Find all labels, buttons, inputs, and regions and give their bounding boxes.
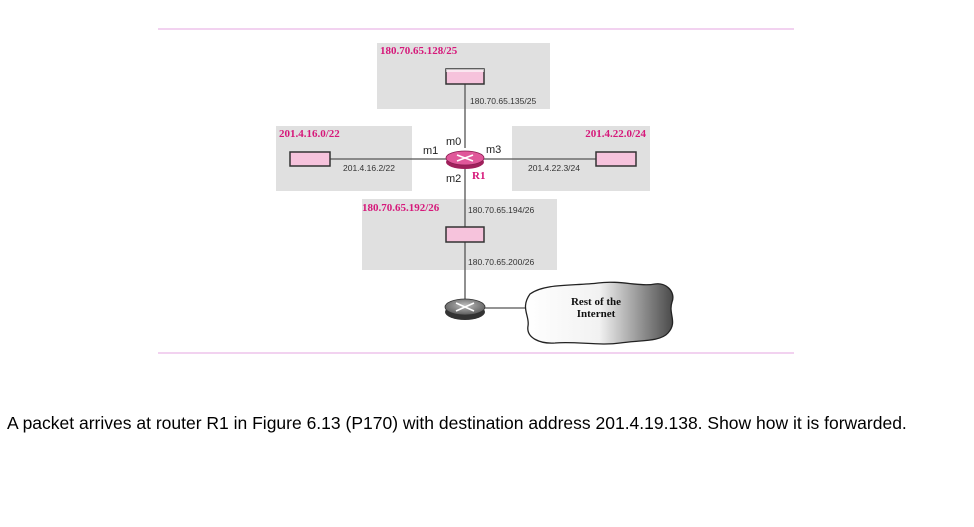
network-prefix-right: 201.4.22.0/24 — [585, 128, 646, 140]
network-prefix-left: 201.4.16.0/22 — [279, 128, 340, 140]
address-bottom-router: 180.70.65.194/26 — [468, 205, 534, 215]
internet-cloud — [524, 281, 674, 345]
address-left-host: 201.4.16.2/22 — [343, 163, 395, 173]
host-top — [445, 68, 485, 85]
interface-m1: m1 — [423, 145, 438, 157]
router-internet — [444, 298, 486, 320]
router-r1 — [445, 150, 485, 169]
interface-m0: m0 — [446, 136, 461, 148]
cloud-label-line2: Internet — [577, 308, 616, 320]
network-prefix-top: 180.70.65.128/25 — [380, 45, 458, 57]
network-diagram: Rest of the Internet 180.70.65.128/25 20… — [158, 28, 794, 354]
address-right-host: 201.4.22.3/24 — [528, 163, 580, 173]
cloud-label-line1: Rest of the — [571, 296, 621, 308]
interface-m2: m2 — [446, 173, 461, 185]
router-name-r1: R1 — [472, 170, 485, 182]
interface-m3: m3 — [486, 144, 501, 156]
host-bottom — [445, 226, 485, 243]
network-prefix-bottom: 180.70.65.192/26 — [362, 202, 440, 214]
host-left — [289, 151, 331, 167]
address-bottom-host: 180.70.65.200/26 — [468, 257, 534, 267]
address-top-host: 180.70.65.135/25 — [470, 96, 536, 106]
host-right — [595, 151, 637, 167]
question-text: A packet arrives at router R1 in Figure … — [7, 413, 907, 433]
